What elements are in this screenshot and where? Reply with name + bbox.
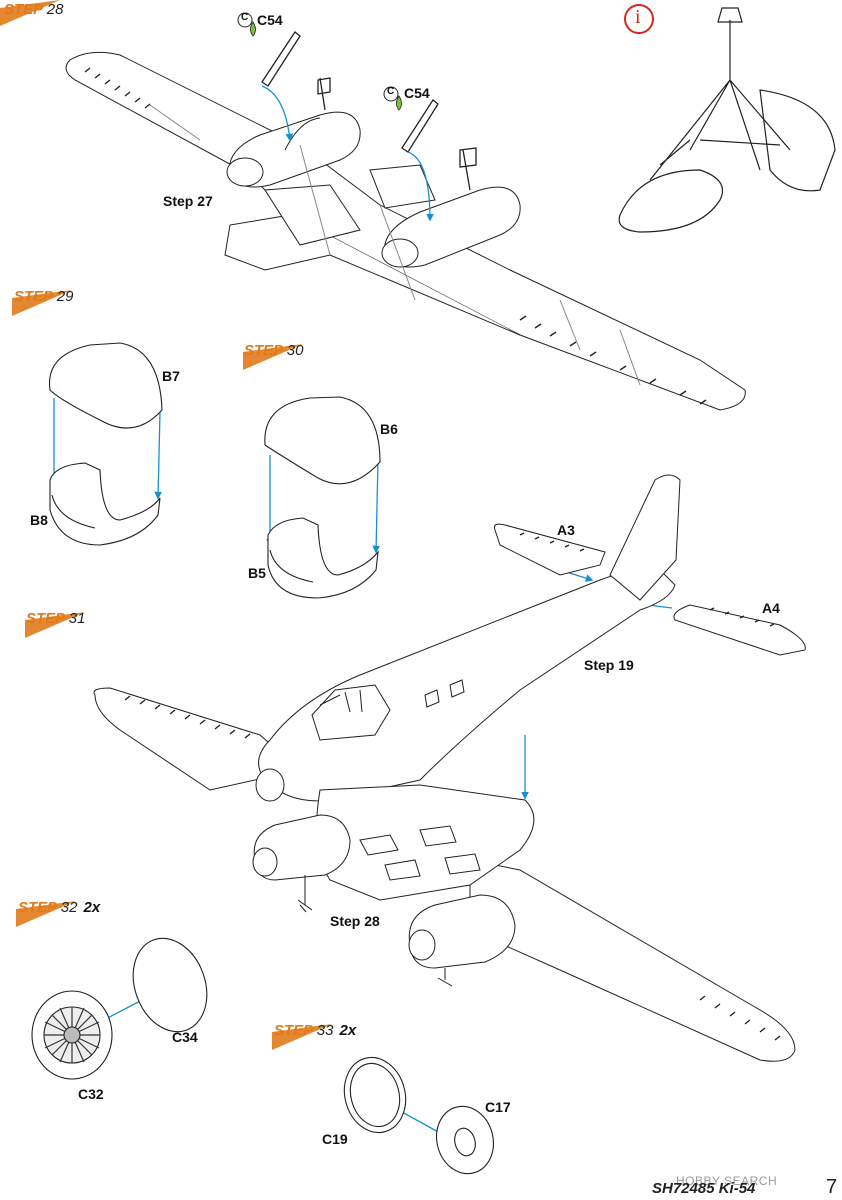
- part-label-b6: B6: [380, 421, 398, 437]
- step-word: STEP: [244, 342, 283, 359]
- watermark: HOBBY SEARCH: [676, 1174, 778, 1188]
- step-word: STEP: [26, 610, 65, 627]
- part-label-c19: C19: [322, 1131, 348, 1147]
- step-multiplier: 2x: [83, 899, 101, 916]
- part-label-b7: B7: [162, 368, 180, 384]
- step-word: STEP: [274, 1022, 313, 1039]
- part-label-c32: C32: [78, 1086, 104, 1102]
- step-ref-28: Step 28: [330, 913, 380, 929]
- step-word: STEP: [18, 899, 57, 916]
- part-label-c34: C34: [172, 1029, 198, 1045]
- part-label-a4: A4: [762, 600, 780, 616]
- step-number: 33: [316, 1022, 334, 1039]
- step-number: 30: [286, 342, 304, 359]
- part-label-b8: B8: [30, 512, 48, 528]
- product-code: SH72485 Ki-54: [652, 1180, 756, 1197]
- c54-parts: [261, 31, 477, 191]
- clear-part-marker: C: [241, 12, 249, 23]
- step-word: STEP: [4, 1, 43, 18]
- step-number: 31: [68, 610, 86, 627]
- step-flags: [0, 0, 332, 1050]
- part-label-b5: B5: [248, 565, 266, 581]
- step28-wing-drawing: [65, 51, 746, 411]
- engine-c32-c34: [31, 937, 208, 1080]
- page-number: 7: [826, 1176, 838, 1198]
- part-label-a3: A3: [557, 522, 575, 538]
- step31-hatching: [124, 532, 781, 1041]
- step-number: 28: [46, 1, 64, 18]
- step-number: 29: [56, 288, 74, 305]
- part-label-c54: C54: [257, 12, 283, 28]
- step-number: 32: [60, 899, 78, 916]
- info-icon: [624, 4, 654, 34]
- step-ref-19: Step 19: [584, 657, 634, 673]
- step-word: STEP: [14, 288, 53, 305]
- cowling-b7-b8: [48, 342, 163, 546]
- cowling-b6-b5: [264, 396, 381, 599]
- part-label-c54: C54: [404, 85, 430, 101]
- step-multiplier: 2x: [339, 1022, 357, 1039]
- clear-part-marker: C: [387, 86, 395, 97]
- tripod-detail-drawing: [618, 7, 836, 233]
- step31-aircraft-drawing: [93, 474, 806, 1062]
- glue-icons: [237, 12, 402, 111]
- step-ref-27: Step 27: [163, 193, 213, 209]
- wheel-c17-c19: [343, 1056, 494, 1175]
- part-label-c17: C17: [485, 1099, 511, 1115]
- info-letter: i: [635, 6, 641, 28]
